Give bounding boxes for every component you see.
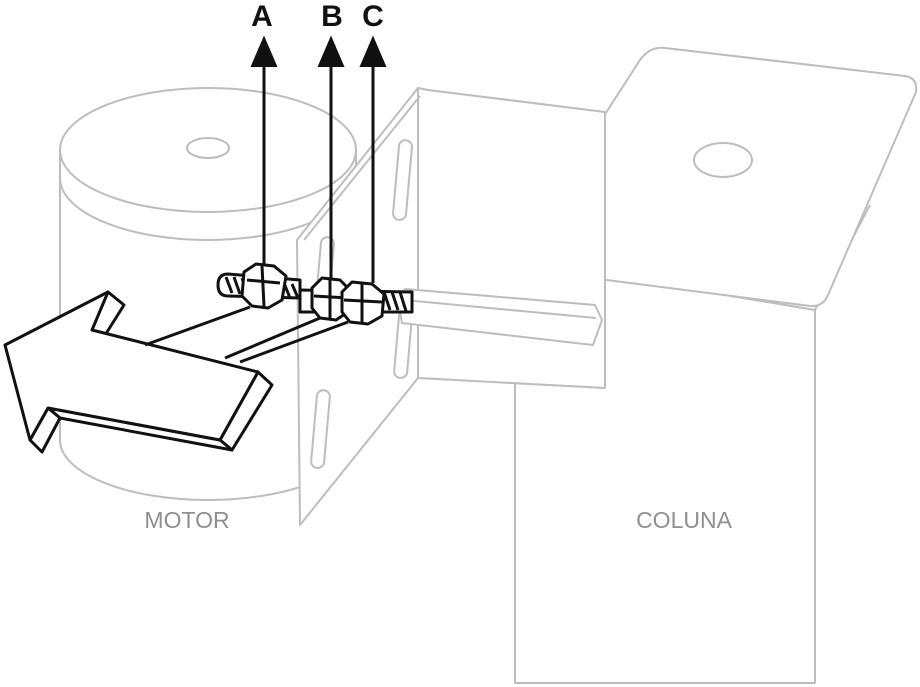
- nut-a: [216, 262, 302, 310]
- bracket-slot-upper: [392, 139, 413, 221]
- label-a: A: [251, 0, 273, 33]
- label-coluna: COLUNA: [636, 507, 733, 533]
- pointer-lines: [144, 305, 349, 364]
- arrowhead-c-icon: [359, 35, 387, 67]
- label-motor: MOTOR: [144, 507, 229, 533]
- callout-c: [359, 35, 387, 283]
- nut-b-c: [298, 276, 414, 326]
- bracket-slot-lower: [310, 389, 331, 469]
- arrowhead-b-icon: [317, 35, 345, 67]
- arrowhead-a-icon: [250, 35, 278, 67]
- motor-shaft-hole: [186, 137, 230, 159]
- column-top-hole: [693, 142, 753, 178]
- callout-b: [317, 35, 345, 279]
- label-c: C: [362, 0, 384, 33]
- threaded-rod: [397, 288, 603, 346]
- label-b: B: [321, 0, 343, 33]
- callout-a: [250, 35, 278, 266]
- direction-arrow-icon: [3, 290, 274, 454]
